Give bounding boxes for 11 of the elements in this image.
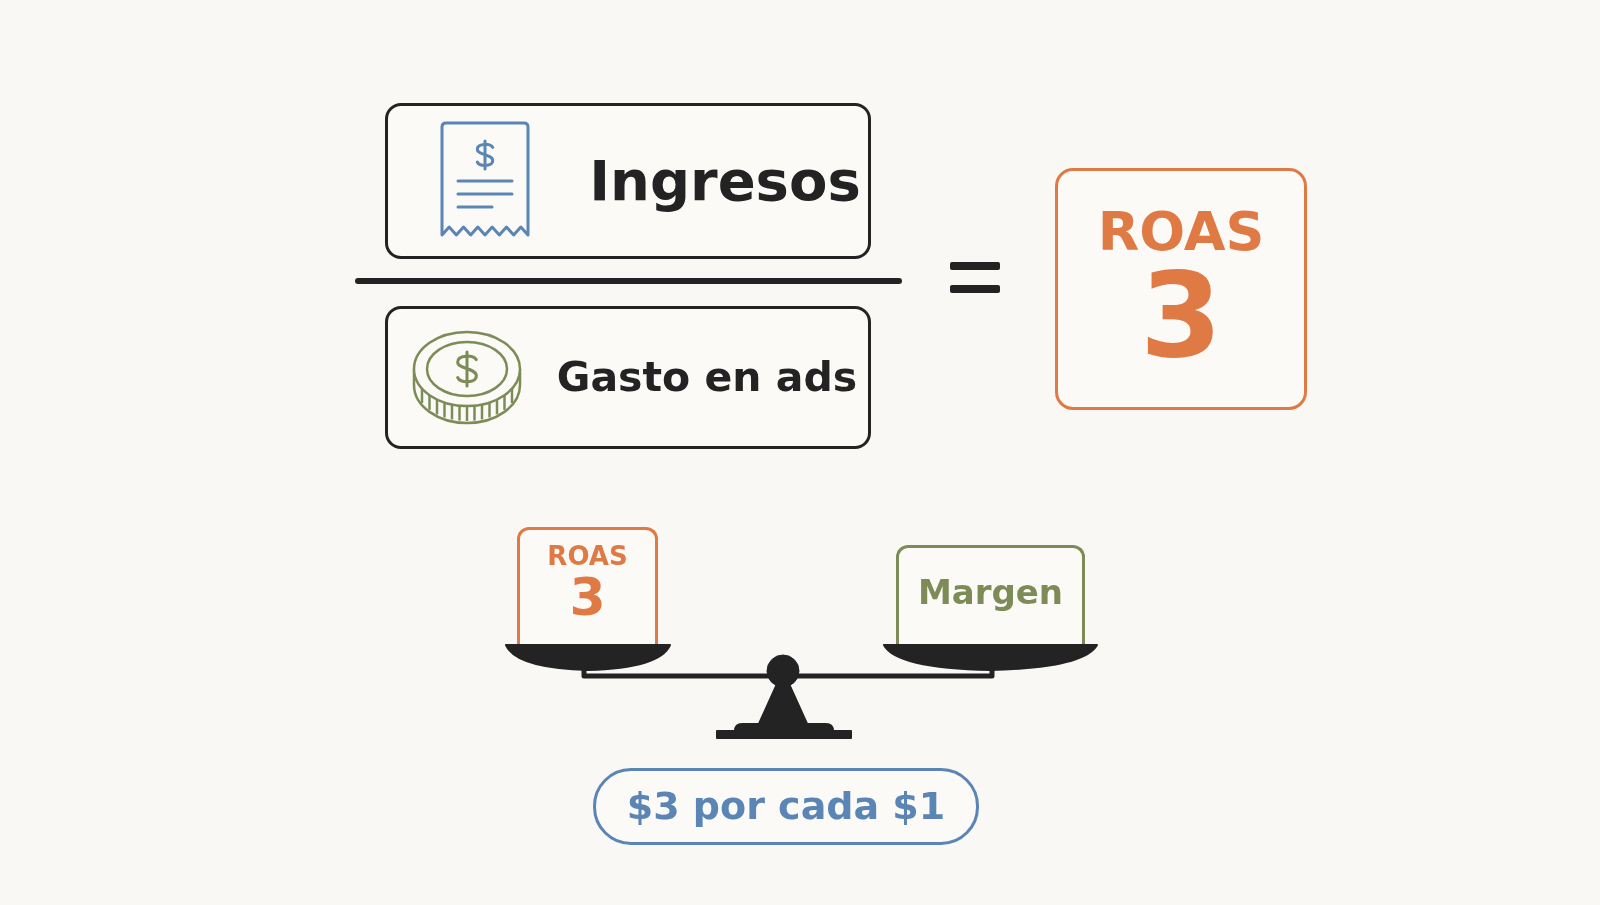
term-label: Ingresos — [589, 151, 861, 211]
metric-value: 3 — [569, 569, 606, 625]
denominator-box — [385, 306, 871, 449]
scale-weight-box — [896, 545, 1085, 647]
weight-label: Margen — [917, 574, 1064, 611]
metric-label: ROAS — [547, 542, 628, 570]
result-box — [1055, 168, 1307, 410]
term-label: Gasto en ads — [556, 355, 858, 399]
scale-weight-box — [517, 527, 658, 647]
numerator-box — [385, 103, 871, 259]
summary-label: $3 por cada $1 — [626, 786, 946, 827]
